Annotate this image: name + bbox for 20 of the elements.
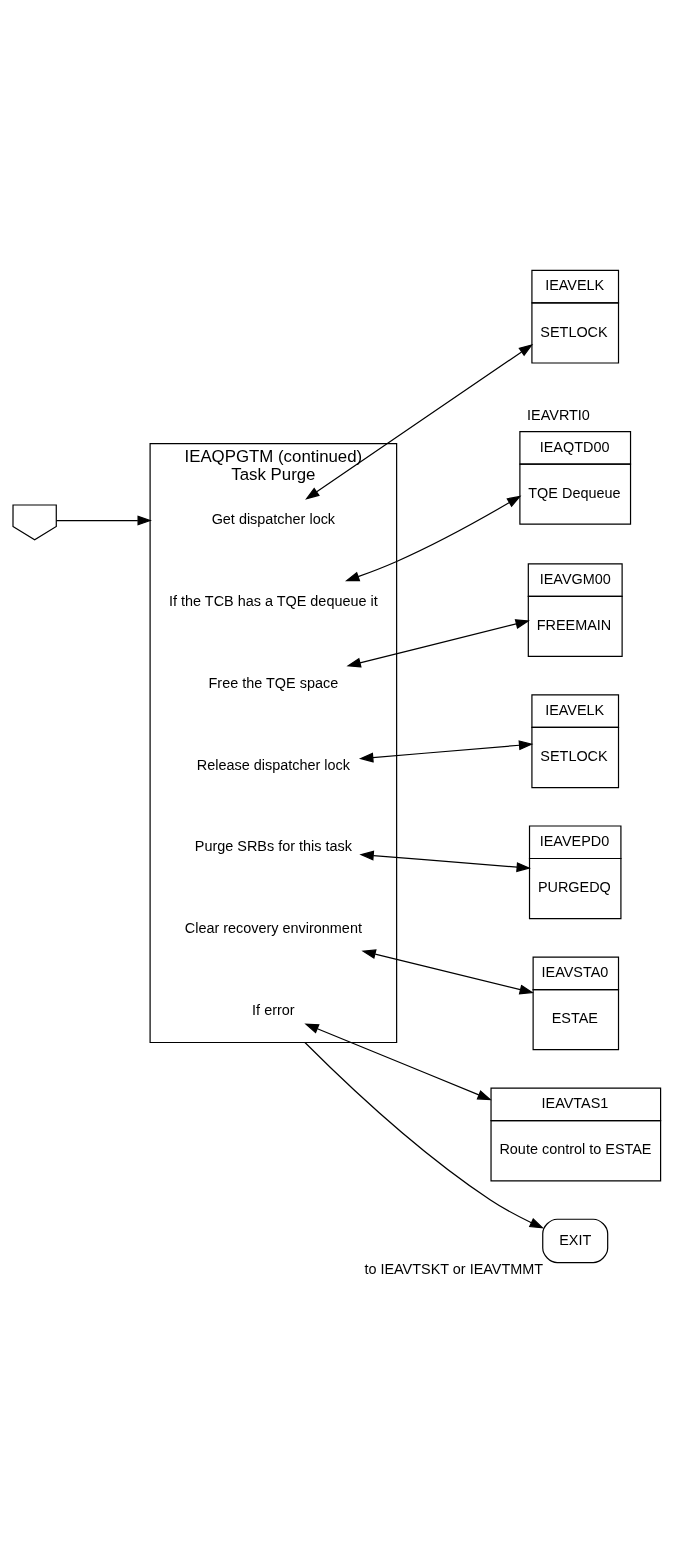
node-text: Clear recovery environment [184,919,362,936]
arrow [304,1022,492,1100]
node-text: Free the TQE space [208,674,339,691]
node-box: EXIT [542,1218,609,1263]
node-label: IEAVRTI0 [527,406,590,423]
arrow [345,494,522,581]
node-text: If the TCB has a TQE dequeue it [169,592,378,609]
node-label: to IEAVTSKT or IEAVTMMT [364,1260,544,1277]
node-pentagon [12,503,57,540]
node-text: Get dispatcher lock [211,510,336,527]
arrow [361,948,534,994]
arrow [55,515,152,526]
node-text: Purge SRBs for this task [194,837,352,854]
arrow [346,618,530,668]
arrow [305,343,534,500]
node-text: Release dispatcher lock [196,756,350,773]
arrow [358,739,534,763]
arrow [359,850,531,872]
node-text: If error [252,1001,295,1018]
arrow [304,1041,544,1229]
